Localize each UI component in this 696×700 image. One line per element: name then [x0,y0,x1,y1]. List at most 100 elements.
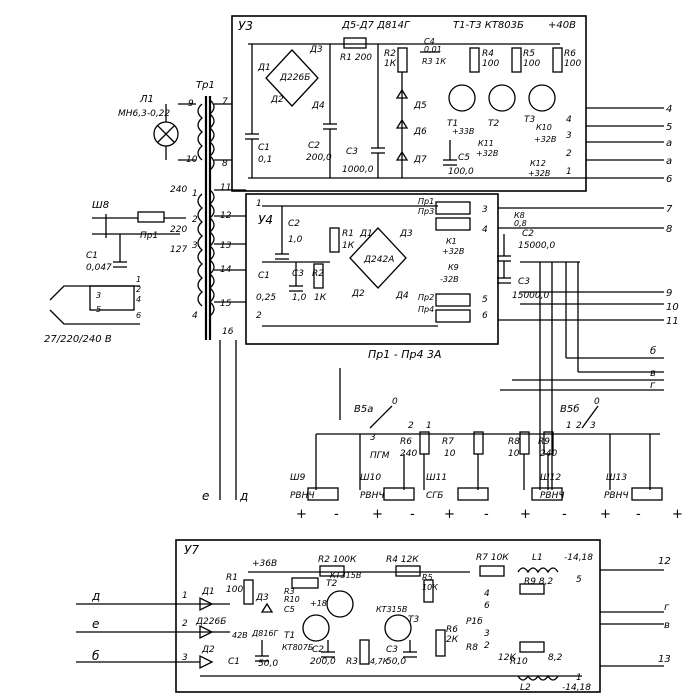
u3-c4-val: 0,01 [424,45,442,54]
connector-sh13: Ш13 [606,473,627,483]
u3-pin4: 4 [566,115,572,125]
polarity-0: + [296,507,307,522]
mains-input: Ш8 Пр1 C1 0,047 1 2 3 4 5 6 27/220/240 В [44,200,186,345]
switch-pin-5: 5 [96,305,101,314]
u7-t1: T1 [284,631,295,641]
switch-pin-2: 2 [136,285,141,294]
u4-c2: C2 [288,219,300,229]
res-r8: R8 [508,437,520,447]
output-label-11: 11 [666,316,679,327]
connector-sh11-label: СГБ [426,491,443,501]
u7-rpin3: 3 [484,629,490,639]
u3-k12-v: +32В [528,169,550,178]
switch-pin-1: 1 [136,275,141,284]
tap-v127: 127 [170,245,187,255]
u3-k10: К10 [536,123,552,132]
u7-r8: R8 [466,643,478,653]
polarity-4: + [444,507,455,522]
polarity-7: - [562,507,567,522]
u7-t3: T3 [408,615,419,625]
connector-sh12: Ш12 [540,473,561,483]
u3-d1: Д1 [257,63,271,73]
sw-b-pin1: 1 [566,421,572,431]
res-r8-val: 10 [508,449,520,459]
sw-b-pin3: 3 [590,421,596,431]
u4-pr1: Пр1 [418,197,434,206]
output-label-7: 7 [666,204,673,215]
u4-d4: Д4 [395,291,409,301]
u4-pin1: 1 [256,199,262,209]
u4-pr3: Пр3 [418,207,434,216]
switch-b5a: В5а [354,404,373,415]
u7-rpin6: 6 [484,601,490,611]
output-label-a1: а [666,138,672,149]
u4-d3: Д3 [399,229,413,239]
output-label-a2: а [666,156,672,167]
connector-sh10-label: РВНЧ [360,491,385,501]
u7-r6: R6 [446,625,458,635]
output-label-8: 8 [666,224,672,235]
u4-pin6: 6 [482,311,488,321]
u4-r2: R2 [312,269,324,279]
u3-d6: Д6 [413,127,427,137]
u4-r2-val: 1К [314,293,327,303]
output-label-13: 13 [658,654,671,665]
block-u3-title: У3 [238,19,253,33]
connector-row: Ш9 РВНЧ Ш10 РВНЧ Ш11 СГБ Ш12 РВНЧ Ш13 РВ… [290,434,683,522]
u3-d3: Д3 [309,45,323,55]
u7-t2: T2 [326,579,337,589]
u7-d1: Д1 [201,587,215,597]
u4-k9: К9 [448,263,459,272]
u7-l2: L2 [520,683,531,693]
u7-c3-val: 50,0 [386,657,406,667]
fuse-label: Пр1 [140,231,158,241]
switch-bank: В5а В5б R6 240 R7 10 R8 10 R9 240 1 2 3 … [316,368,660,461]
u4-pr4: Пр4 [418,305,434,314]
u7-c5: С5 [284,605,295,614]
tap-11: 11 [220,183,231,193]
switch-pin-6: 6 [136,311,141,320]
u3-r4-val: 100 [482,59,499,69]
u3-output-wires [586,107,664,179]
polarity-8: + [600,507,611,522]
u3-c2: C2 [308,141,320,151]
u4-pin4: 4 [482,225,488,235]
output-label-12: 12 [658,556,671,567]
switch-pin-4: 4 [136,295,141,304]
sw-a-pin2: 2 [408,421,414,431]
u4-c2b: C2 [522,229,534,239]
connector-sh12-label: РВНЧ [540,491,565,501]
u4-c1: C1 [258,271,270,281]
u3-r6: R6 [564,49,576,59]
u7-r10b-val: 8,2 [548,653,563,663]
tap-1: 1 [192,189,198,199]
block-u4-title: У4 [258,213,273,227]
u7-v18: +18 [310,599,327,608]
u3-pin1: 1 [566,167,572,177]
plug-label: Ш8 [92,200,109,211]
power-transformer: Тр1 Л1 МН6,3-0,22 9 10 7 8 11 12 13 14 1… [118,80,246,340]
mains-voltages: 27/220/240 В [44,334,112,345]
u7-rpin5: 5 [576,575,582,585]
u4-pin3: 3 [482,205,488,215]
sw-a-pin1: 1 [426,421,432,431]
polarity-9: - [636,507,641,522]
res-r6: R6 [400,437,412,447]
u3-t1: T1 [447,119,458,129]
u3-r4: R4 [482,49,494,59]
tap-9: 9 [188,99,194,109]
u3-c1: C1 [258,143,270,153]
u7-output-wires [600,569,664,667]
u3-header-transistors: Т1-Т3 КТ803Б [453,20,524,31]
u7-t2-type: КТ315В [330,571,361,580]
u3-k11-v: +32В [476,149,498,158]
transformer-label: Тр1 [196,80,215,91]
u7-d3: Д3 [255,593,269,603]
u3-r2-val: 1К [384,59,397,69]
rail-label-d: д [239,489,248,503]
u3-v33: +33В [452,127,474,136]
mode-label: ПГМ [370,451,390,461]
u7-l2-v: -14,18 [562,683,591,693]
u7-rpin4a: 4 [484,589,490,599]
polarity-2: + [372,507,383,522]
